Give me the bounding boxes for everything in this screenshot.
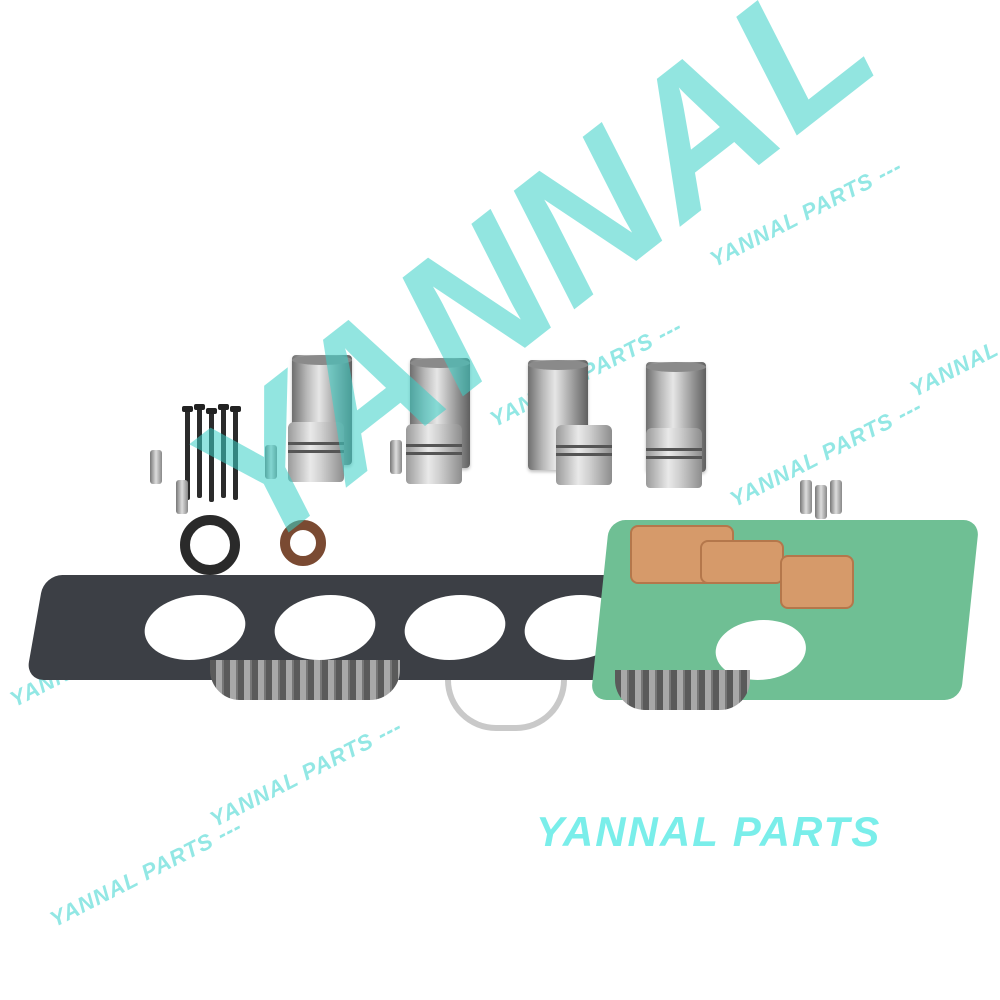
watermark-text: YANNAL PARTS ---: [905, 283, 1000, 402]
piston: [556, 425, 612, 485]
copper-gasket: [780, 555, 854, 609]
bearing-set: [615, 670, 750, 710]
piston: [288, 422, 344, 482]
valve: [230, 406, 241, 500]
piston-pin: [830, 480, 842, 514]
piston: [406, 424, 462, 484]
valve: [194, 404, 205, 498]
piston-pin: [150, 450, 162, 484]
copper-gasket: [700, 540, 784, 584]
oil-seal: [180, 515, 240, 575]
piston-pin: [815, 485, 827, 519]
valve: [218, 404, 229, 498]
piston: [646, 428, 702, 488]
piston-pin: [265, 445, 277, 479]
valve: [182, 406, 193, 500]
thrust-washer: [445, 680, 567, 731]
piston-pin: [176, 480, 188, 514]
piston-pin: [390, 440, 402, 474]
watermark-text: YANNAL PARTS ---: [45, 813, 247, 932]
oil-seal: [280, 520, 326, 566]
piston-pin: [800, 480, 812, 514]
valve: [206, 408, 217, 502]
bearing-set: [210, 660, 400, 700]
brand-label: YANNAL PARTS: [536, 808, 882, 855]
